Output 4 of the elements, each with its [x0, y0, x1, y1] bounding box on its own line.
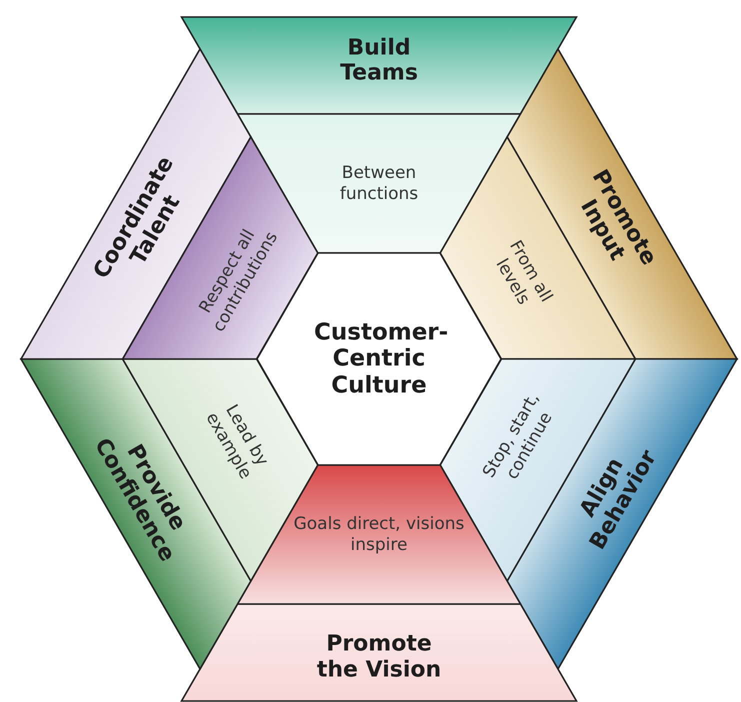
- segment-title: Build Teams: [319, 35, 439, 86]
- segment-description: Between functions: [304, 162, 454, 205]
- segment-description: Goals direct, visions inspire: [289, 513, 469, 556]
- segment-title: Promote the Vision: [304, 632, 454, 683]
